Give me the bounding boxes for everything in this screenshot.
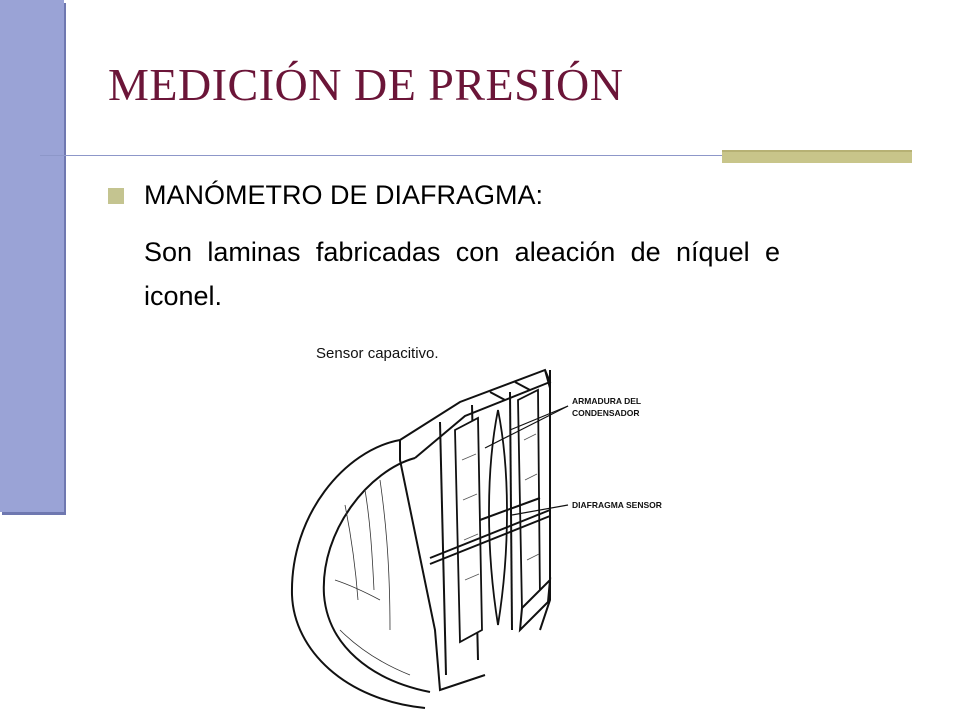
housing-hatch — [334, 479, 411, 676]
bullet-item: MANÓMETRO DE DIAFRAGMA: — [108, 180, 543, 211]
condenser-plates — [454, 388, 541, 644]
connector-rods — [429, 497, 551, 565]
slide-title: MEDICIÓN DE PRESIÓN — [108, 59, 624, 110]
divider-accent — [722, 150, 912, 163]
bullet-heading: MANÓMETRO DE DIAFRAGMA: — [144, 180, 544, 210]
leader-lines — [484, 405, 569, 516]
right-flange — [518, 577, 552, 633]
figure-caption: Sensor capacitivo. — [316, 345, 439, 362]
label-diaphragm: DIAFRAGMA SENSOR — [572, 500, 662, 510]
label-armature-1: ARMADURA DEL — [572, 396, 641, 406]
label-armature-2: CONDENSADOR — [572, 408, 640, 418]
square-bullet-icon — [108, 187, 124, 204]
left-decorative-bar — [0, 0, 64, 512]
title-divider — [40, 155, 908, 156]
capacitive-sensor-diagram: Sensor capacitivo. — [290, 345, 662, 709]
sensor-housing — [290, 368, 552, 709]
body-paragraph: Son laminas fabricadas con aleación de n… — [144, 237, 780, 311]
